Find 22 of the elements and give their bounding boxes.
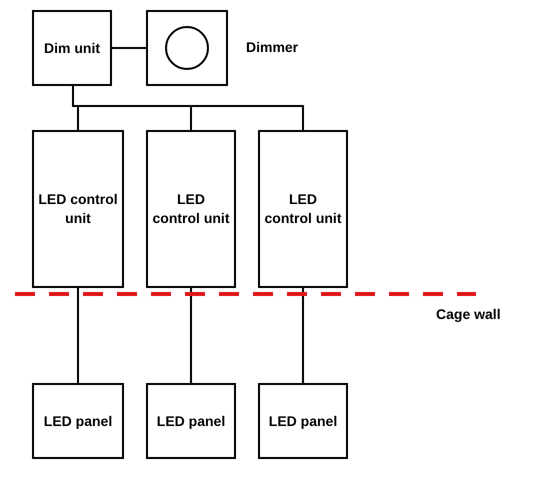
unit-box [32, 10, 112, 86]
node-label: Dim unit [44, 38, 100, 58]
connector-line [72, 86, 304, 130]
node-label: LED control unit [38, 190, 118, 228]
connector-line [77, 288, 79, 383]
unit-box [146, 130, 236, 288]
unit-box [258, 383, 348, 459]
unit-box [258, 130, 348, 288]
node-label: LED panel [44, 412, 112, 430]
unit-box [32, 383, 124, 459]
connector-line [112, 47, 146, 49]
node-label: LED panel [156, 412, 226, 430]
node-label: LED control unit [152, 190, 230, 228]
connector-line [302, 288, 304, 383]
unit-box [146, 383, 236, 459]
node-caption: Dimmer [246, 39, 298, 55]
connector-line [190, 288, 192, 383]
node-label: LED control unit [264, 190, 342, 228]
node-label: LED panel [268, 412, 338, 430]
unit-box [32, 130, 124, 288]
wall-label: Cage wall [436, 306, 501, 322]
dimmer-box [146, 10, 228, 86]
